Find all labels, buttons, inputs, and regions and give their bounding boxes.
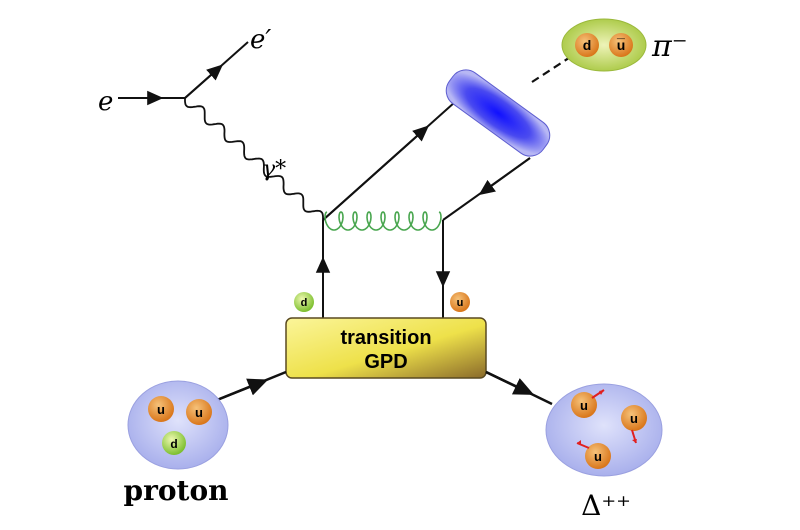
pion-quark-d — [575, 33, 599, 57]
proton-blob — [127, 380, 229, 470]
gpd-label-line1: transition — [340, 327, 431, 349]
electron-out-arrow — [184, 64, 224, 99]
right-leg-quark-u-label: u — [457, 297, 464, 309]
spin-arrow-2-head — [632, 439, 637, 443]
proton-label: proton — [124, 474, 229, 507]
quark-line-to-meson-arrow — [322, 125, 430, 221]
proton-quark-u2 — [186, 399, 212, 425]
gluon-line — [324, 211, 442, 231]
delta-quark-u2-label: u — [630, 411, 638, 426]
proton-quark-u2-label: u — [195, 405, 203, 420]
electron-out-label: e′ — [250, 25, 271, 55]
pion-quark-d-label: d — [583, 37, 592, 53]
left-leg-quark-d — [294, 292, 314, 312]
spin-arrow-3-head — [577, 440, 581, 445]
pion-quark-ubar-label: u̅ — [616, 37, 625, 53]
meson-distribution-amplitude — [445, 69, 551, 157]
left-leg-quark-d-label: d — [301, 297, 308, 309]
antiquark-line-from-meson-arrow — [478, 157, 531, 196]
proton-line-arrow — [211, 378, 269, 404]
delta-quark-u3-label: u — [594, 449, 602, 464]
right-leg-quark-u — [450, 292, 470, 312]
pion-blob — [561, 18, 647, 72]
proton-quark-d — [162, 431, 186, 455]
virtual-photon-line — [184, 98, 324, 220]
delta-quark-u1 — [571, 392, 597, 418]
spin-arrow-1-head — [599, 390, 604, 395]
proton-quark-d-label: d — [170, 437, 177, 451]
electron-in-label: e — [98, 87, 113, 117]
delta-quark-u2 — [621, 405, 647, 431]
pion-label: π⁻ — [651, 29, 688, 64]
delta-label: Δ⁺⁺ — [581, 489, 631, 522]
delta-quark-u1-label: u — [580, 398, 588, 413]
delta-line-arrow — [485, 370, 535, 395]
delta-quark-u3 — [585, 443, 611, 469]
proton-quark-u1 — [148, 396, 174, 422]
proton-quark-u1-label: u — [157, 402, 165, 417]
pion-quark-ubar — [609, 33, 633, 57]
transition-gpd-box — [285, 317, 487, 379]
photon-label: γ* — [262, 157, 286, 182]
gpd-label-line2: GPD — [364, 351, 407, 373]
